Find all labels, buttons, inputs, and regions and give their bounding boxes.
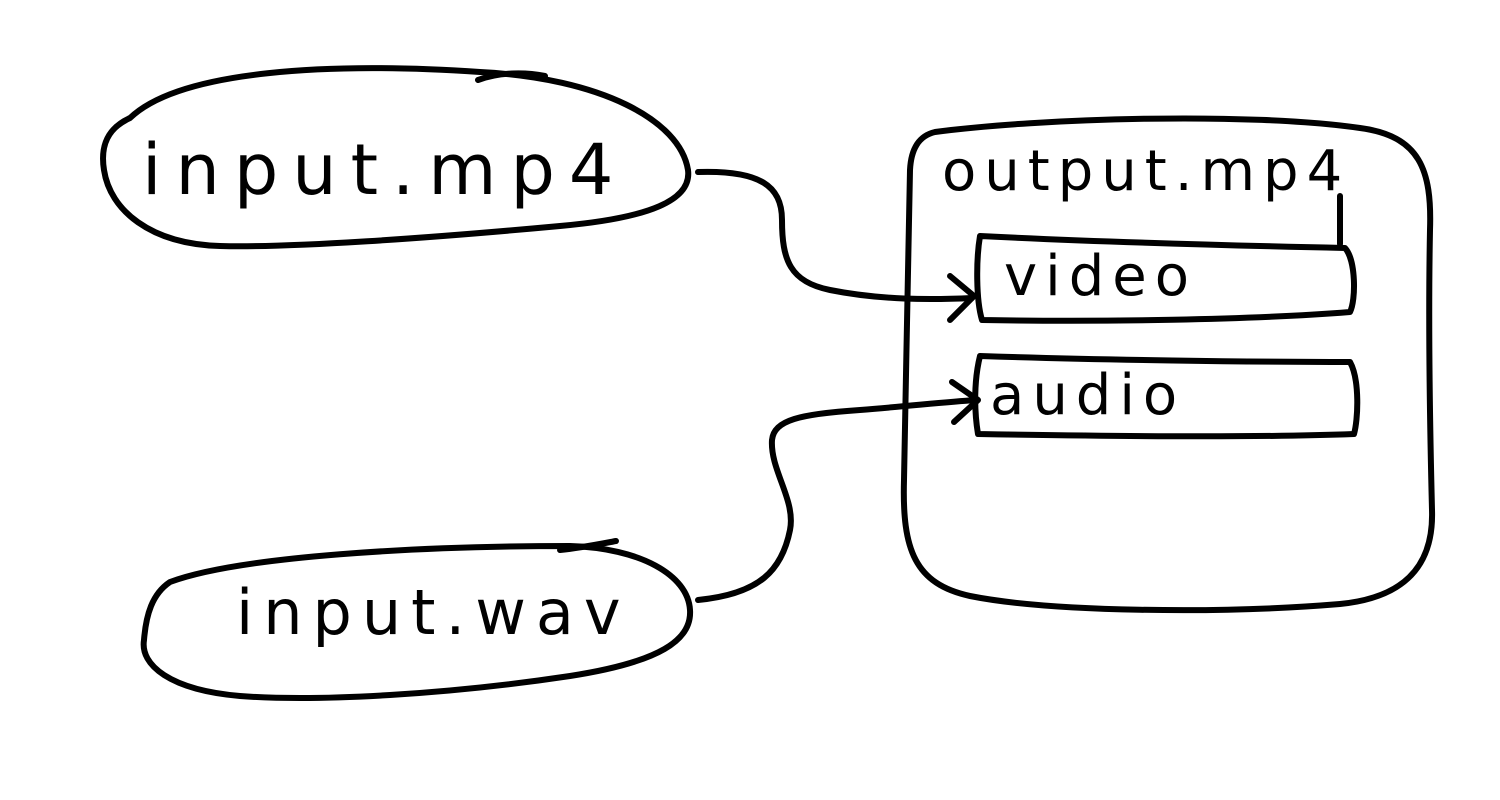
node-input-mp4-outline [100, 65, 692, 250]
track-video: video [974, 193, 1358, 324]
edge-input-wav-to-audio-line [695, 397, 979, 603]
node-input-mp4-label: input.mp4 [142, 129, 627, 211]
edge-input-mp4-to-video-arrowhead [947, 273, 977, 323]
track-audio: audio [972, 353, 1361, 440]
node-input-mp4: input.mp4 [100, 65, 692, 250]
track-audio-outline [972, 353, 1361, 440]
edge-input-wav-to-audio-arrowhead [949, 379, 981, 425]
node-input-mp4-overstroke [475, 70, 548, 83]
node-output-mp4: output.mp4 video audio [900, 115, 1436, 614]
edge-input-mp4-to-video [695, 168, 977, 323]
node-output-mp4-label: output.mp4 [942, 139, 1350, 204]
edge-input-mp4-to-video-line [695, 168, 975, 303]
node-output-mp4-outline [900, 115, 1436, 614]
node-input-wav: input.wav [140, 538, 694, 701]
track-audio-label: audio [990, 363, 1185, 428]
node-input-wav-label: input.wav [236, 576, 631, 649]
edge-input-wav-to-audio [695, 379, 981, 603]
node-input-wav-outline [140, 543, 694, 701]
node-input-wav-overstroke [557, 538, 619, 553]
track-video-outline [974, 233, 1358, 324]
track-video-label: video [1004, 244, 1197, 309]
